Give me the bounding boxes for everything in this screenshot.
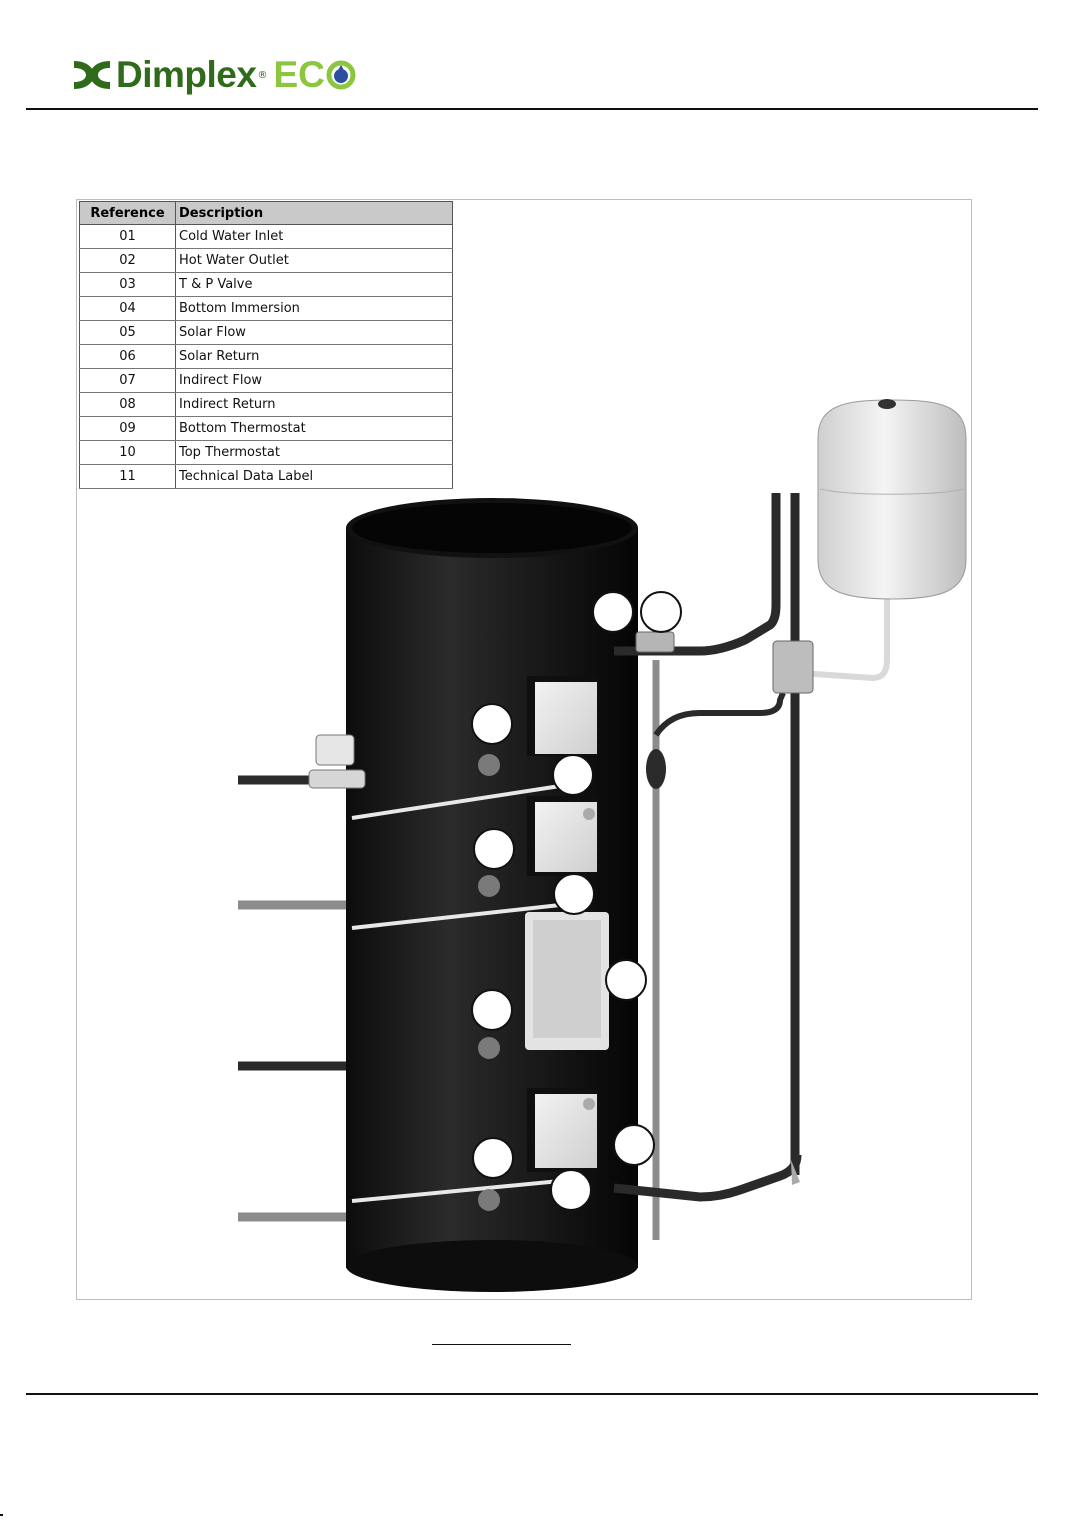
description-cell: T & P Valve	[176, 273, 453, 297]
ref-cell: 05	[80, 321, 176, 345]
callout-circle	[472, 990, 512, 1030]
check-valve	[646, 749, 666, 789]
tp-valve	[636, 632, 674, 652]
description-cell: Cold Water Inlet	[176, 225, 453, 249]
callout-circle	[614, 1125, 654, 1165]
description-cell: Bottom Thermostat	[176, 417, 453, 441]
callout-circle	[606, 960, 646, 1000]
ref-cell: 10	[80, 441, 176, 465]
header-reference: Reference	[80, 202, 176, 225]
callout-circle	[554, 874, 594, 914]
indirect-return-pipe	[656, 693, 783, 735]
description-cell: Solar Return	[176, 345, 453, 369]
table-header-row: Reference Description	[80, 202, 453, 225]
description-cell: Top Thermostat	[176, 441, 453, 465]
description-cell: Technical Data Label	[176, 465, 453, 489]
ref-cell: 07	[80, 369, 176, 393]
ref-cell: 04	[80, 297, 176, 321]
description-cell: Indirect Return	[176, 393, 453, 417]
footer-divider	[26, 1393, 1038, 1395]
ref-cell: 09	[80, 417, 176, 441]
description-cell: Bottom Immersion	[176, 297, 453, 321]
ref-cell: 03	[80, 273, 176, 297]
callout-circle	[472, 704, 512, 744]
vessel-valve	[773, 641, 813, 693]
ref-cell: 11	[80, 465, 176, 489]
ref-cell: 08	[80, 393, 176, 417]
caption-underline	[432, 1344, 571, 1345]
ref-cell: 01	[80, 225, 176, 249]
expansion-vessel	[818, 399, 966, 599]
description-cell: Indirect Flow	[176, 369, 453, 393]
description-cell: Hot Water Outlet	[176, 249, 453, 273]
hot-outlet-pipe	[614, 493, 776, 651]
ref-cell: 02	[80, 249, 176, 273]
callout-circle	[593, 592, 633, 632]
header-description: Description	[176, 202, 453, 225]
callout-circle	[553, 755, 593, 795]
control-boxes	[525, 676, 609, 1172]
callout-circle	[474, 829, 514, 869]
page-corner-mark	[0, 1514, 3, 1516]
callout-circle	[551, 1170, 591, 1210]
description-cell: Solar Flow	[176, 321, 453, 345]
callout-circle	[641, 592, 681, 632]
callout-circle	[473, 1138, 513, 1178]
ref-cell: 06	[80, 345, 176, 369]
